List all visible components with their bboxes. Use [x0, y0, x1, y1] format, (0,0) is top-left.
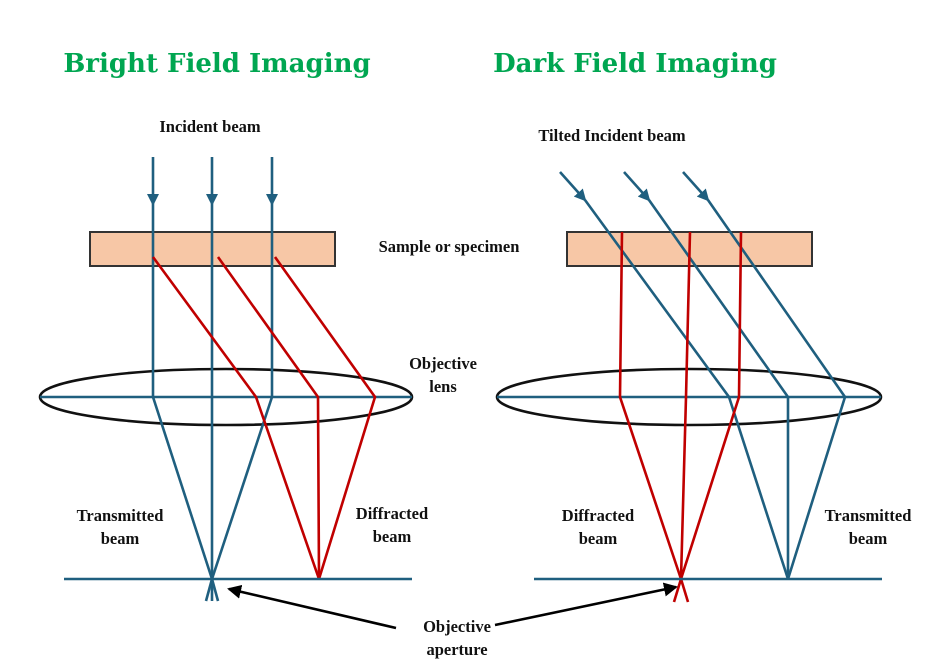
tilted-incident-arrow — [682, 171, 710, 202]
diffracted-beam-label: Diffracted — [356, 504, 428, 523]
objective-lens-label: Objective — [409, 354, 477, 373]
dark-field-title: Dark Field Imaging — [493, 49, 777, 79]
transmitted-beam-label: beam — [101, 529, 140, 548]
diffracted-beam — [679, 231, 692, 580]
transmitted-beam — [706, 199, 847, 580]
diffracted-beam-label: Diffracted — [562, 506, 634, 525]
objective-aperture-label: aperture — [426, 640, 487, 659]
diffracted-beam — [216, 256, 321, 580]
tilted-incident-beam-label: Tilted Incident beam — [538, 126, 686, 145]
diffracted-beam — [273, 256, 377, 580]
aperture-pointer-arrow — [227, 584, 397, 630]
objective-lens-label: lens — [429, 377, 457, 396]
transmitted-beam — [204, 578, 214, 602]
tilted-incident-arrow — [559, 171, 587, 202]
aperture-pointer-arrow — [494, 582, 678, 627]
transmitted-beam-label: Transmitted — [825, 506, 912, 525]
diffracted-beam — [618, 231, 683, 580]
incident-beam-label: Incident beam — [159, 117, 261, 136]
diffracted-beam — [672, 578, 683, 603]
dark-field-panel: Tilted Incident beam Diffracted beam Tra… — [495, 126, 912, 603]
bright-field-title: Bright Field Imaging — [63, 49, 370, 79]
transmitted-beam-label: beam — [849, 529, 888, 548]
diffracted-beam-label: beam — [579, 529, 618, 548]
bright-field-panel: Incident beam Transmitted beam Diffracte… — [38, 117, 428, 602]
objective-aperture-label: Objective — [423, 617, 491, 636]
transmitted-beam-label: Transmitted — [77, 506, 164, 525]
tilted-incident-arrow — [623, 171, 651, 202]
diffracted-beam-label: beam — [373, 527, 412, 546]
diffracted-beam — [679, 231, 743, 580]
diffracted-beam — [679, 578, 690, 603]
diffracted-beam — [151, 256, 321, 580]
transmitted-beam — [583, 199, 790, 580]
sample-label: Sample or specimen — [379, 237, 520, 256]
transmitted-beam — [647, 199, 790, 579]
transmitted-beam — [210, 578, 220, 602]
transmitted-beam — [151, 396, 214, 580]
transmitted-beam — [210, 396, 274, 580]
